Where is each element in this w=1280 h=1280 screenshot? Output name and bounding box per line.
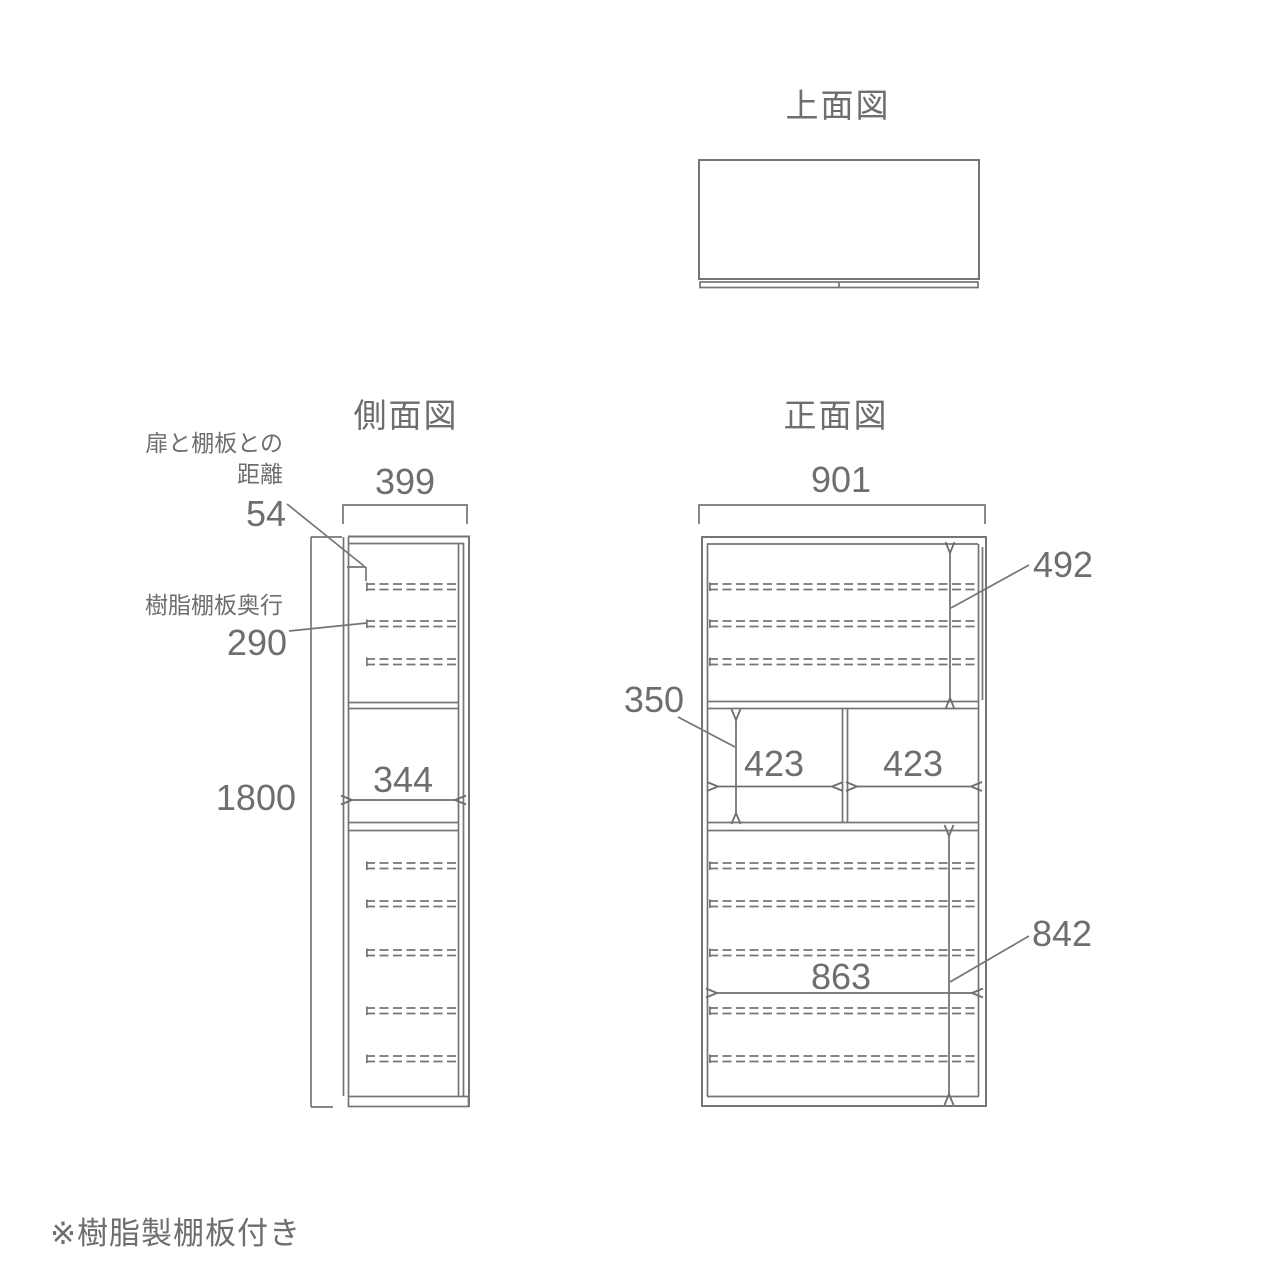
- side-depth-bracket: [342, 504, 468, 524]
- top-view-body-outline: [698, 159, 980, 280]
- shelf-depth-label: 樹脂棚板奥行: [145, 592, 283, 618]
- resin-shelf-dashed-line: [708, 656, 978, 667]
- front-bottom-section-dimension: 842: [1032, 913, 1092, 954]
- front-width-dimension: 901: [811, 459, 871, 500]
- side-height-dimension: 1800: [216, 777, 296, 818]
- front-middle-section-dimension: 350: [624, 679, 684, 720]
- resin-shelf-dashed-line: [708, 1053, 978, 1064]
- side-view: 側面図 399 1800 扉と棚板との 距離 54 樹脂棚板奥行 290: [145, 397, 470, 1108]
- front-view-title: 正面図: [784, 397, 889, 434]
- resin-shelf-dashed-line: [708, 898, 978, 909]
- top-view: 上面図: [698, 87, 980, 289]
- front-outer-box: [701, 536, 987, 1107]
- gap-leader-line: [286, 503, 365, 567]
- front-middle-right-dimension: 423: [883, 743, 943, 784]
- front-bottom-section-leader: [949, 935, 1030, 983]
- gap-label-line2: 距離: [237, 461, 283, 487]
- front-interior-width-dimension: 863: [811, 956, 871, 997]
- side-view-title: 側面図: [354, 397, 459, 434]
- front-top-section-leader: [950, 564, 1030, 609]
- resin-shelf-dashed-line: [365, 860, 458, 871]
- front-view: 正面図 901: [624, 397, 1093, 1107]
- side-depth-dimension: 399: [375, 461, 435, 502]
- front-middle-left-dimension: 423: [744, 743, 804, 784]
- footnote: ※樹脂製棚板付き: [50, 1216, 301, 1251]
- front-width-bracket: [698, 504, 986, 524]
- side-base-plinth: [347, 1095, 470, 1108]
- front-top-section-dimension: 492: [1033, 544, 1093, 585]
- side-interior-depth-dimension: 344: [373, 759, 433, 800]
- side-view-outline: [342, 535, 470, 1108]
- shelf-depth-value: 290: [227, 622, 287, 663]
- resin-shelf-dashed-line: [365, 947, 458, 958]
- resin-shelf-dashed-line: [365, 656, 458, 667]
- top-view-title: 上面図: [786, 87, 891, 124]
- gap-value: 54: [246, 493, 286, 534]
- resin-shelf-dashed-line: [365, 1005, 458, 1016]
- front-view-outline: [701, 536, 987, 1107]
- shelf-depth-leader-line: [288, 622, 368, 632]
- footnote-text: ※樹脂製棚板付き: [50, 1216, 301, 1251]
- resin-shelf-dashed-line: [708, 618, 978, 629]
- resin-shelf-dashed-line: [708, 581, 978, 592]
- resin-shelf-dashed-line: [365, 1053, 458, 1064]
- resin-shelf-dashed-line: [708, 1005, 978, 1016]
- resin-shelf-dashed-line: [708, 860, 978, 871]
- resin-shelf-dashed-line: [365, 618, 458, 629]
- front-middle-section-leader: [677, 716, 736, 748]
- resin-shelf-dashed-line: [365, 898, 458, 909]
- gap-label-line1: 扉と棚板との: [145, 430, 283, 456]
- resin-shelf-dashed-line: [365, 581, 458, 592]
